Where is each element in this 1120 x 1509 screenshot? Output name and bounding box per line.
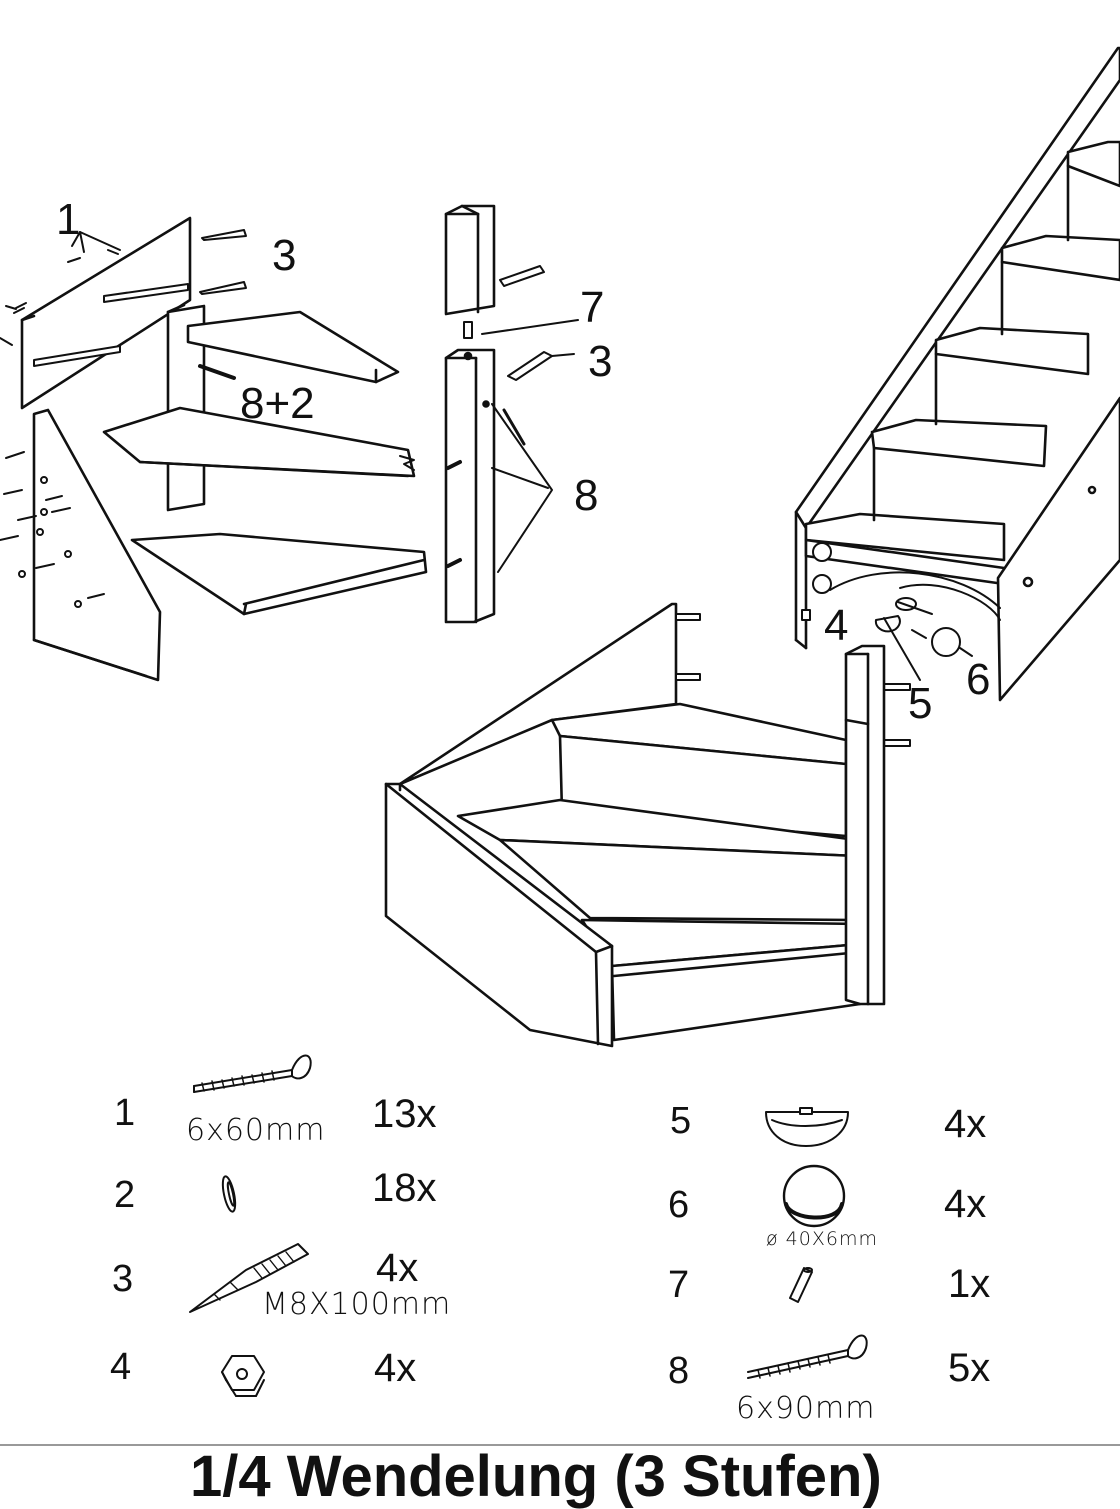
part-size: 6x90mm [736, 1391, 876, 1426]
part-number: 4 [110, 1346, 132, 1388]
callout-3-top-left: 3 [272, 231, 297, 280]
callout-8: 8 [574, 471, 599, 520]
part-size: 6x60mm [186, 1113, 326, 1148]
footer-divider [0, 1444, 1120, 1446]
part-size: M8X100mm [262, 1287, 452, 1322]
part-quantity: 4x [374, 1346, 417, 1390]
callout-4: 4 [824, 601, 849, 650]
callout-7: 7 [580, 283, 605, 332]
part-number: 8 [668, 1350, 690, 1392]
part-quantity: 13x [372, 1092, 437, 1136]
assembly-illustration [0, 46, 1120, 1397]
callout-5: 5 [908, 679, 933, 728]
callout-1: 1 [56, 195, 81, 244]
part-quantity: 4x [944, 1182, 987, 1226]
exploded-stair-diagram [0, 216, 428, 682]
nut-icon [221, 1355, 265, 1397]
part-quantity: 1x [948, 1262, 991, 1306]
part-number: 6 [668, 1184, 690, 1226]
part-number: 2 [114, 1174, 136, 1216]
newel-post-diagram [444, 204, 579, 624]
page-title: 1/4 Wendelung (3 Stufen) [190, 1444, 882, 1509]
part-number: 3 [112, 1258, 134, 1300]
washer-icon [221, 1175, 237, 1213]
cover-cap-icon [782, 1164, 846, 1228]
part-quantity: 5x [948, 1346, 991, 1390]
straight-staircase-diagram [794, 46, 1120, 702]
part-size: ø 40X6mm [766, 1228, 878, 1250]
part-quantity: 18x [372, 1166, 437, 1210]
cap-holder-icon [765, 1107, 849, 1147]
part-number: 7 [668, 1264, 690, 1306]
dowel-icon [789, 1267, 813, 1303]
part-number: 5 [670, 1100, 692, 1142]
screw-icon [193, 1054, 312, 1093]
threaded-rod-icon [189, 1243, 309, 1313]
part-quantity: 4x [944, 1102, 987, 1146]
long-screw-icon [747, 1334, 868, 1379]
callout-3-post: 3 [588, 337, 613, 386]
callout-6: 6 [966, 655, 991, 704]
callout-8-plus-2: 8+2 [240, 379, 315, 428]
part-quantity: 4x [376, 1246, 419, 1290]
assembled-winder-diagram [384, 602, 911, 1048]
part-number: 1 [114, 1092, 136, 1134]
